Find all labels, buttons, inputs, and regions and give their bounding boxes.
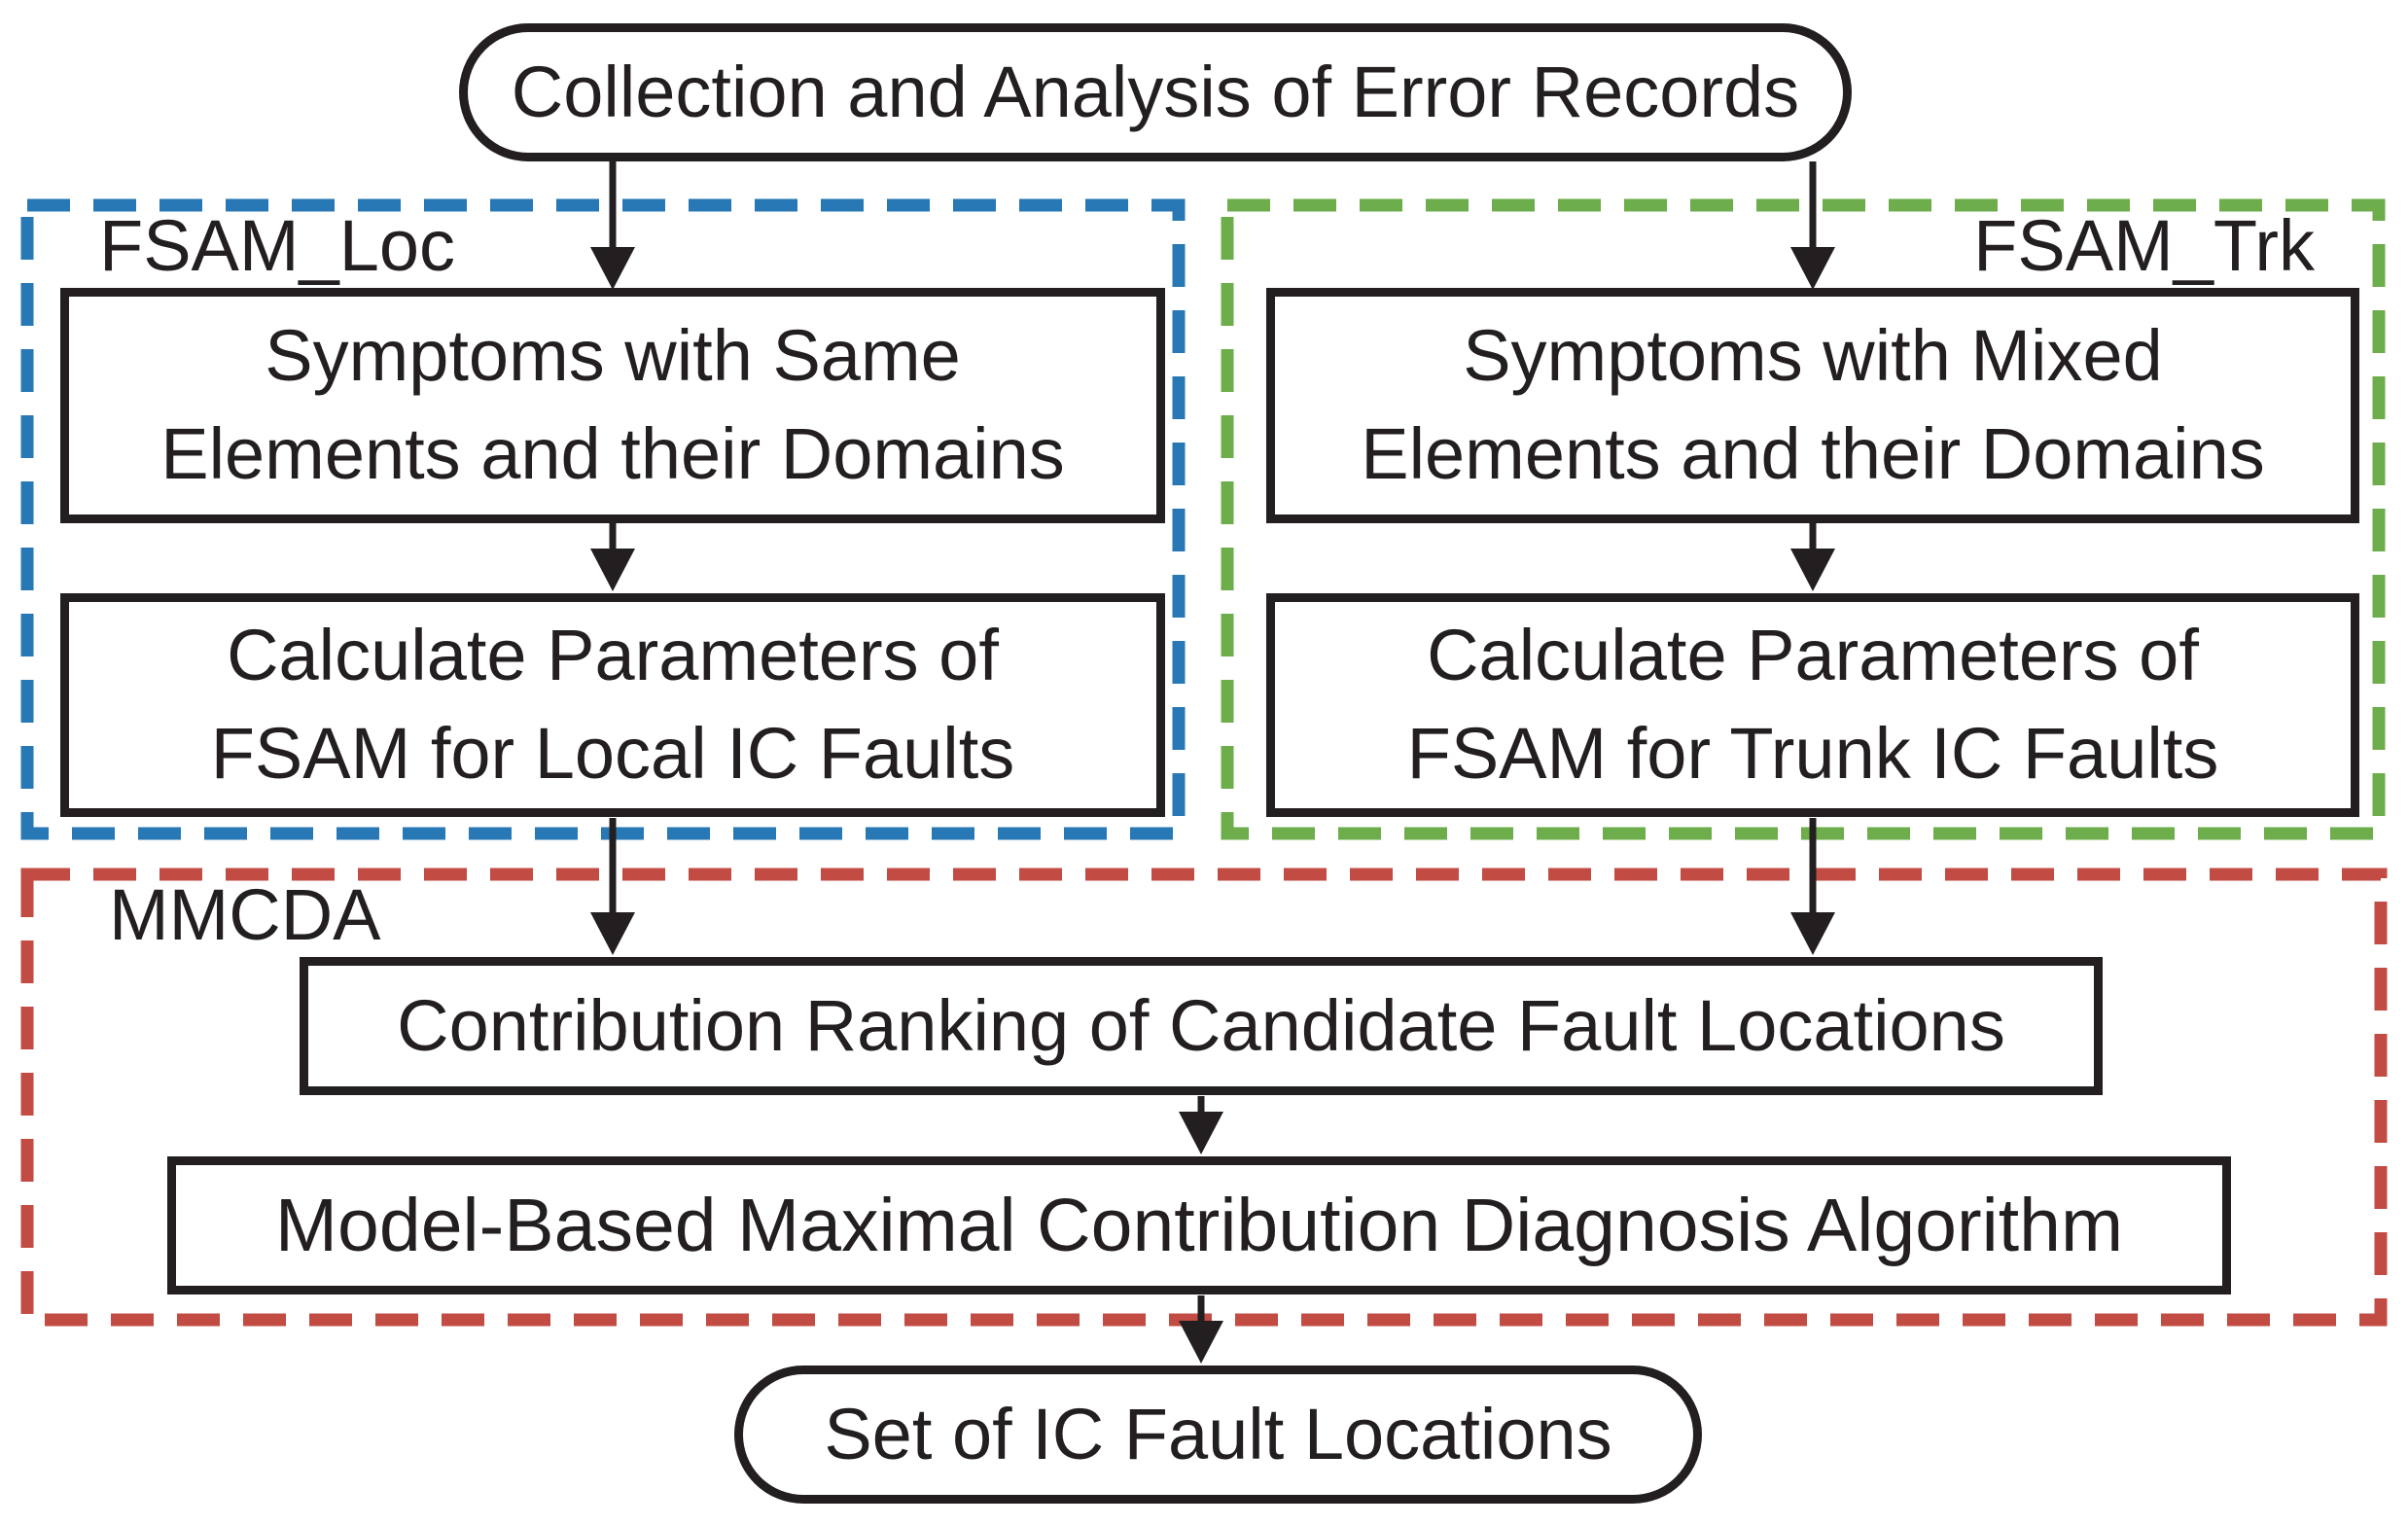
arrow-diagnosis-to-fault-set	[1179, 1295, 1223, 1364]
node-symptoms-mixed: Symptoms with Mixed Elements and their D…	[1266, 288, 2359, 523]
node-collection-analysis: Collection and Analysis of Error Records	[459, 23, 1852, 161]
node-symptoms-same: Symptoms with Same Elements and their Do…	[60, 288, 1165, 523]
fsam-trk-frame	[1221, 198, 2386, 840]
mmcda-label: MMCDA	[109, 874, 381, 955]
fsam-loc-frame	[20, 198, 1186, 840]
arrow-symptoms-mixed-to-calc-trunk	[1790, 523, 1835, 591]
node-calc-local: Calculate Parameters of FSAM for Local I…	[60, 593, 1165, 817]
node-fault-set: Set of IC Fault Locations	[734, 1365, 1702, 1504]
arrow-collection-to-symptoms-same	[590, 161, 635, 290]
node-calc-trunk: Calculate Parameters of FSAM for Trunk I…	[1266, 593, 2359, 817]
fsam-trk-label: FSAM_Trk	[1973, 205, 2315, 286]
arrow-collection-to-symptoms-mixed	[1790, 161, 1835, 290]
fsam-loc-label: FSAM_Loc	[99, 205, 456, 286]
arrow-symptoms-same-to-calc-local	[590, 523, 635, 591]
node-contribution-ranking: Contribution Ranking of Candidate Fault …	[300, 957, 2103, 1095]
arrow-contribution-to-diagnosis	[1179, 1096, 1223, 1154]
arrow-calc-trunk-to-contribution	[1790, 818, 1835, 955]
arrow-calc-local-to-contribution	[590, 818, 635, 955]
node-diagnosis-algorithm: Model-Based Maximal Contribution Diagnos…	[167, 1156, 2231, 1294]
